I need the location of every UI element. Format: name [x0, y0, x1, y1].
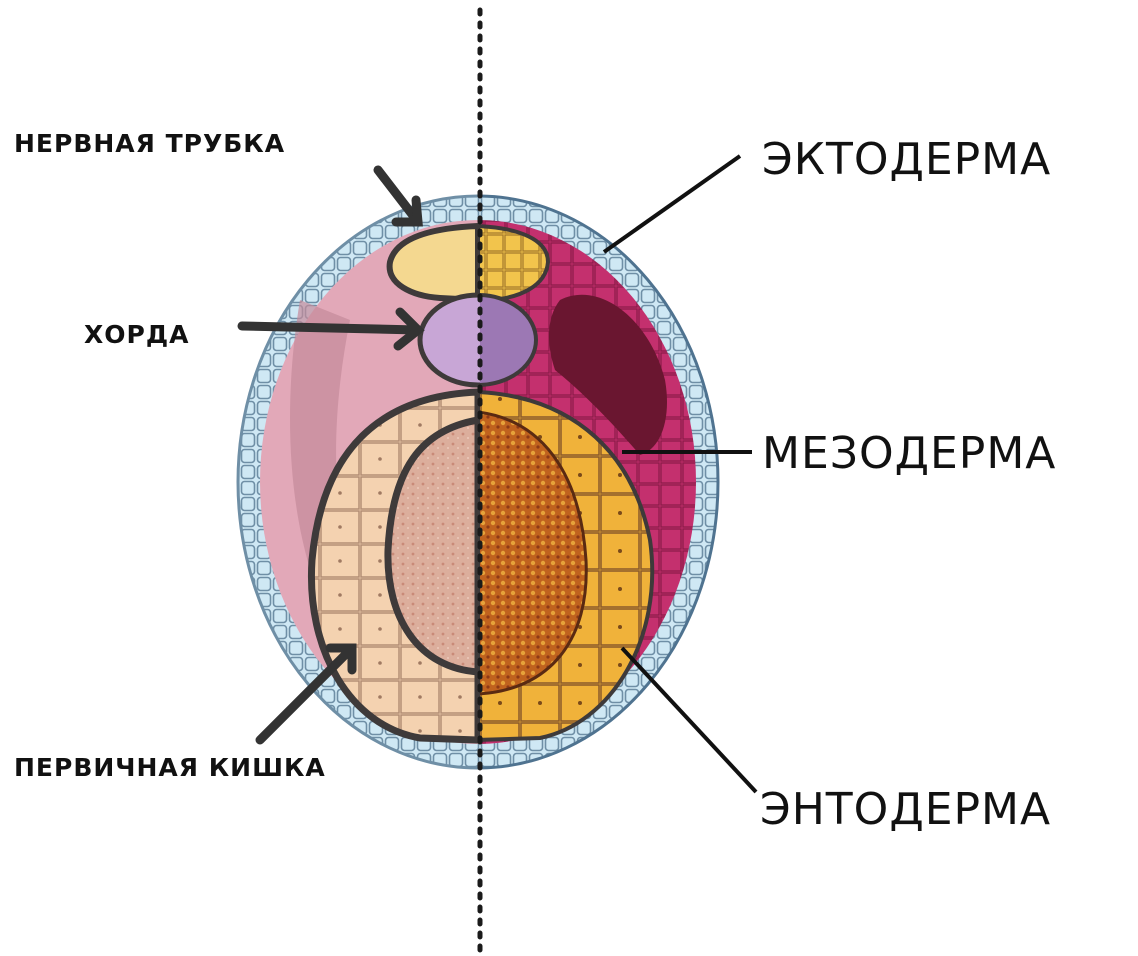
leader-endoderm [622, 648, 756, 792]
label-ectoderm: ЭКТОДЕРМА [762, 134, 1051, 185]
label-mesoderm: МЕЗОДЕРМА [762, 428, 1056, 479]
label-primary-gut: ПЕРВИЧНАЯ КИШКА [14, 753, 326, 782]
label-notochord: ХОРДА [84, 320, 189, 349]
label-neural-tube: НЕРВНАЯ ТРУБКА [14, 129, 285, 158]
leader-ectoderm [604, 156, 740, 252]
label-endoderm: ЭНТОДЕРМА [760, 784, 1051, 835]
